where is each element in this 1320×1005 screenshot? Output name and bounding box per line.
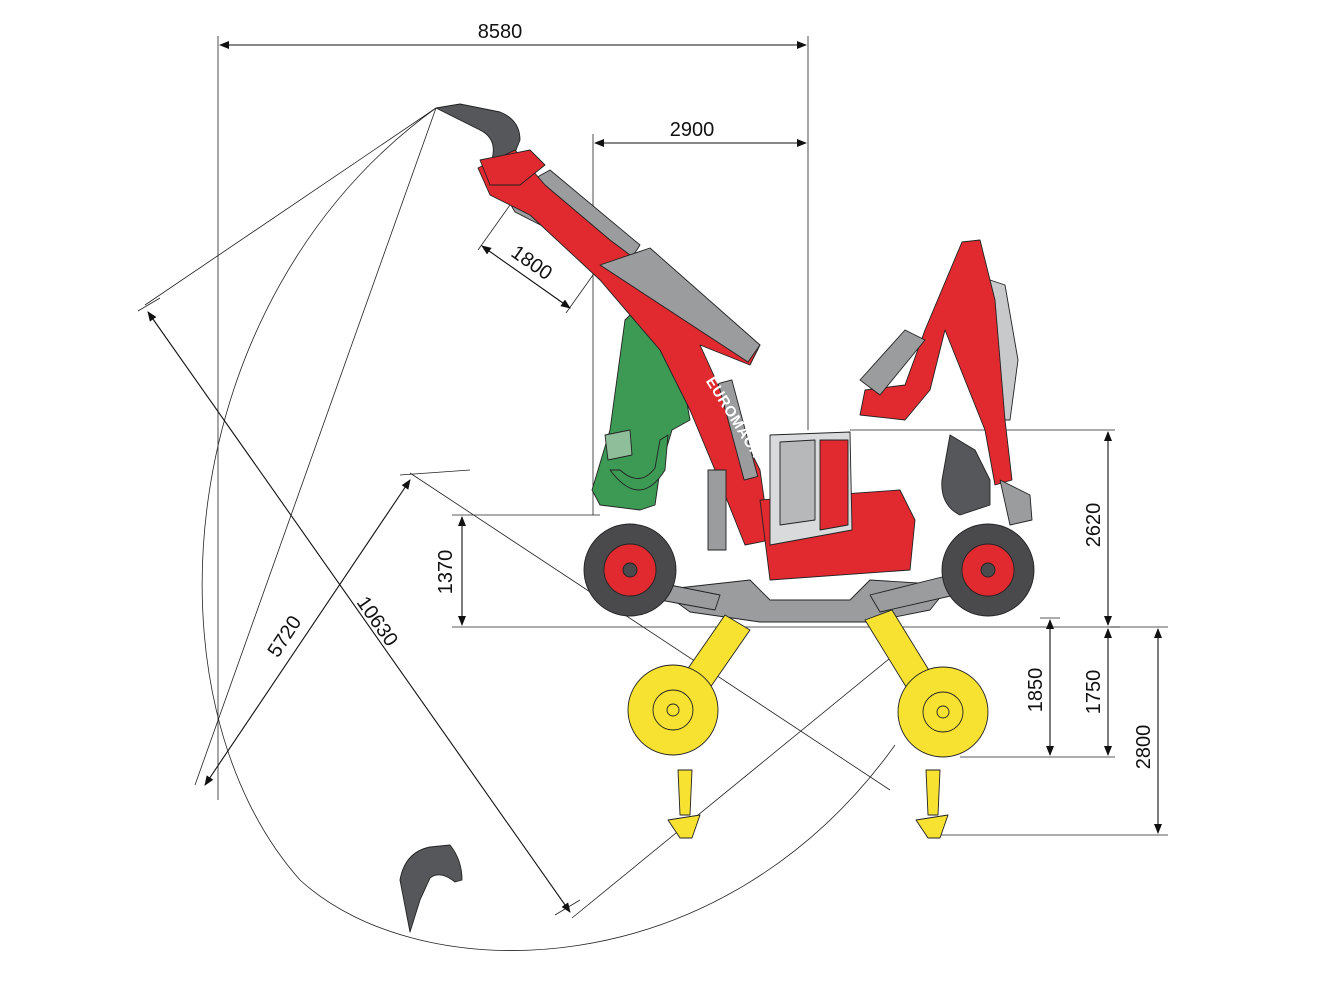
dim-label-2800: 2800 bbox=[1133, 725, 1155, 770]
ext-line bbox=[399, 469, 471, 476]
dim-1370: 1370 bbox=[435, 514, 1120, 628]
dim-label-2900: 2900 bbox=[670, 119, 715, 141]
dim-label-8580: 8580 bbox=[478, 21, 523, 43]
rear-arm bbox=[859, 239, 1033, 526]
rear-stabiliser bbox=[925, 769, 941, 816]
green-bucket bbox=[609, 434, 669, 491]
reach-guide-left bbox=[194, 107, 437, 786]
ground-bucket bbox=[399, 844, 463, 933]
top-bucket bbox=[435, 103, 521, 166]
front-hub bbox=[622, 562, 638, 578]
bucket-link bbox=[479, 149, 546, 186]
ext-line bbox=[137, 297, 161, 312]
dim-label-5720: 5720 bbox=[264, 612, 307, 661]
boom-cylinder bbox=[599, 247, 761, 363]
dim-label-10630: 10630 bbox=[352, 592, 402, 650]
dim-2800: 2800 bbox=[940, 626, 1168, 836]
dim-1850: 1850 bbox=[960, 617, 1115, 758]
ext-line bbox=[571, 649, 901, 919]
dim-arrow bbox=[481, 245, 571, 309]
lowered-legs bbox=[627, 609, 989, 839]
cab-door bbox=[819, 439, 849, 531]
chassis bbox=[644, 431, 956, 623]
reach-guide-top bbox=[144, 107, 437, 306]
rear-claw bbox=[915, 814, 949, 839]
dim-arrow bbox=[204, 479, 411, 786]
ext-line bbox=[477, 204, 511, 251]
rear-wheel bbox=[941, 523, 1035, 617]
ext-line bbox=[565, 267, 599, 314]
cab-window bbox=[779, 439, 816, 526]
tilt-cylinder bbox=[717, 379, 759, 481]
rear-hitch bbox=[999, 479, 1033, 526]
rear-cylinder bbox=[859, 329, 926, 396]
rear-arm-red bbox=[859, 239, 1013, 486]
dim-label-1750: 1750 bbox=[1083, 670, 1105, 715]
boom-arm-red bbox=[477, 149, 771, 546]
dim-2620: 2620 bbox=[850, 429, 1115, 626]
dim-1750: 1750 bbox=[1083, 628, 1112, 756]
green-bracket bbox=[604, 429, 633, 461]
front-stabiliser bbox=[677, 769, 693, 816]
rear-bucket bbox=[941, 434, 991, 516]
rear-hub bbox=[980, 562, 996, 578]
bucket-silhouette bbox=[435, 103, 521, 166]
lift-cylinder bbox=[707, 469, 727, 551]
front-wheel bbox=[583, 523, 677, 617]
rear-leg-hub bbox=[936, 705, 950, 719]
dim-label-2620: 2620 bbox=[1083, 503, 1105, 548]
front-claw bbox=[667, 814, 701, 839]
dim-label-1370: 1370 bbox=[435, 550, 457, 595]
dim-2900: 2900 bbox=[592, 119, 807, 515]
front-leg-hub bbox=[666, 703, 680, 717]
bucket-silhouette bbox=[399, 844, 463, 933]
main-boom: EUROMACH bbox=[477, 149, 771, 551]
dim-label-1800: 1800 bbox=[507, 241, 556, 285]
dim-label-1850: 1850 bbox=[1025, 668, 1047, 713]
